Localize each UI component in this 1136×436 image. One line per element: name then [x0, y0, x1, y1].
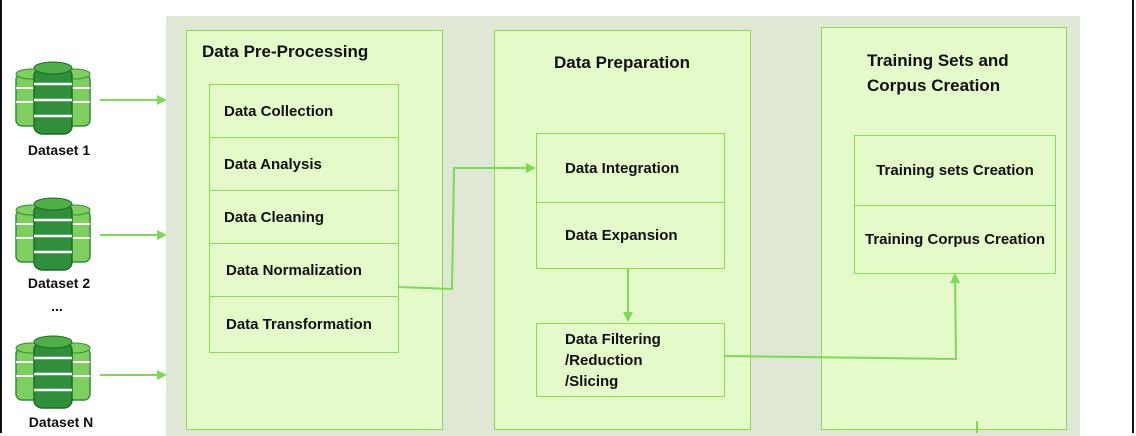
step-data-filtering: Data Filtering /Reduction /Slicing [536, 323, 725, 397]
dataset-n-label: Dataset N [28, 414, 94, 430]
filtering-line-2: /Reduction [565, 351, 643, 369]
training-title-line-1: Training Sets and [867, 51, 1009, 70]
arrow-normalization-to-integration [397, 163, 536, 291]
step-data-expansion: Data Expansion [536, 202, 725, 269]
training-title-line-2: Corpus Creation [867, 76, 1001, 95]
filtering-line-3: /Slicing [565, 372, 619, 390]
step-training-corpus-creation: Training Corpus Creation [854, 205, 1056, 274]
dataset-2-label: Dataset 2 [27, 275, 91, 291]
dataset-ellipsis: ... [51, 298, 63, 314]
training-steps: Training sets Creation Training Corpus C… [854, 135, 1056, 274]
step-data-analysis: Data Analysis [209, 137, 399, 191]
database-icon [15, 61, 91, 135]
preprocessing-title: Data Pre-Processing [202, 42, 369, 61]
filtering-line-1: Data Filtering [565, 330, 661, 348]
training-section: Training Sets and Corpus Creation Traini… [821, 27, 1067, 430]
dataset-1-label: Dataset 1 [27, 142, 91, 158]
preparation-title: Data Preparation [554, 53, 691, 72]
preparation-section: Data Preparation Data Integration Data E… [494, 30, 751, 430]
step-data-integration: Data Integration [536, 133, 725, 203]
database-icon [15, 335, 91, 409]
preprocessing-steps: Data Collection Data Analysis Data Clean… [209, 84, 399, 353]
database-icon [15, 197, 91, 271]
preparation-steps: Data Integration Data Expansion [536, 133, 725, 269]
step-training-sets-creation: Training sets Creation [854, 135, 1056, 206]
training-title: Training Sets and Corpus Creation [867, 48, 1009, 98]
preprocessing-section: Data Pre-Processing Data Collection Data… [186, 30, 443, 430]
step-data-transformation: Data Transformation [209, 296, 399, 353]
step-data-collection: Data Collection [209, 84, 399, 138]
arrow-filtering-to-training [723, 273, 961, 361]
step-data-cleaning: Data Cleaning [209, 190, 399, 244]
